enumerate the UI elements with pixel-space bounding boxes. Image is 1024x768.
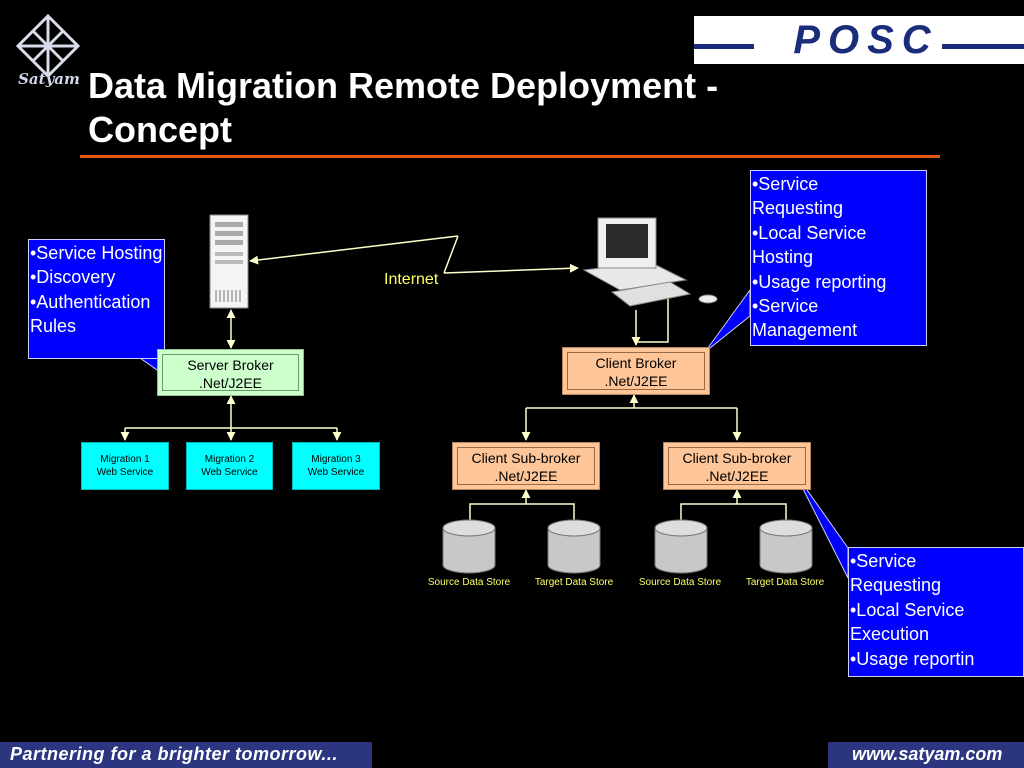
callout-line: Execution: [850, 624, 930, 645]
callout-line: •Local Service: [752, 222, 867, 243]
migration-service-name: Migration 1: [100, 454, 150, 465]
sub-broker-name: Client Sub-broker: [471, 450, 581, 466]
migration-service-box: Migration 2 Web Service: [186, 442, 273, 490]
page-title: Data Migration Remote Deployment - Concep…: [88, 64, 848, 152]
sub-broker-callout: •Service Requesting •Local Service Execu…: [848, 547, 1024, 677]
callout-line: •Discovery: [30, 267, 116, 288]
data-store-label: Target Data Store: [745, 577, 825, 588]
sub-broker-platform: .Net/J2EE: [705, 468, 769, 484]
migration-service-box: Migration 1 Web Service: [81, 442, 169, 490]
server-broker-name: Server Broker: [187, 357, 274, 373]
callout-line: •Authentication: [30, 291, 151, 312]
internet-label: Internet: [384, 271, 439, 288]
data-store-label: Source Data Store: [638, 577, 722, 588]
footer-url-band: www.satyam.com: [828, 742, 1024, 768]
migration-service-name: Migration 2: [204, 454, 255, 465]
migration-service-type: Web Service: [307, 467, 365, 478]
posc-logo: POSC: [694, 16, 1024, 64]
title-line-2: Concept: [88, 109, 232, 150]
computer-icon: [582, 217, 718, 307]
sub-broker-name: Client Sub-broker: [682, 450, 792, 466]
callout-line: •Service: [752, 296, 819, 317]
client-broker-callout: •Service Requesting •Local Service Hosti…: [750, 170, 927, 346]
client-broker-name: Client Broker: [595, 355, 677, 371]
callout-line: Hosting: [752, 247, 814, 268]
posc-logo-text: POSC: [793, 18, 939, 62]
client-broker-box: Client Broker .Net/J2EE: [562, 347, 710, 395]
data-store-label: Source Data Store: [427, 577, 511, 588]
footer-tagline-band: Partnering for a brighter tomorrow...: [0, 742, 372, 768]
client-sub-broker-box: Client Sub-broker .Net/J2EE: [452, 442, 600, 490]
sub-broker-platform: .Net/J2EE: [494, 468, 558, 484]
server-broker-callout: •Service Hosting •Discovery •Authenticat…: [28, 239, 165, 359]
callout-line: •Usage reporting: [752, 271, 887, 292]
data-store-cylinders: [442, 519, 813, 574]
callout-line: •Service: [850, 551, 917, 571]
callout-line: •Service: [752, 174, 819, 194]
server-broker-platform: .Net/J2EE: [198, 375, 263, 391]
title-line-1: Data Migration Remote Deployment: [88, 65, 697, 106]
migration-service-type: Web Service: [96, 467, 154, 478]
callout-line: •Service Hosting: [30, 243, 163, 263]
callout-line: Rules: [30, 316, 77, 337]
data-store-label: Target Data Store: [534, 577, 614, 588]
title-dash: -: [706, 65, 719, 106]
callout-line: Requesting: [752, 198, 844, 219]
callout-line: Requesting: [850, 575, 942, 596]
satyam-logo-text: Satyam: [18, 70, 80, 88]
footer-tagline: Partnering for a brighter tomorrow...: [10, 744, 338, 764]
client-sub-broker-box: Client Sub-broker .Net/J2EE: [663, 442, 811, 490]
server-broker-box: Server Broker .Net/J2EE: [157, 349, 304, 396]
title-divider: [80, 155, 940, 158]
migration-service-box: Migration 3 Web Service: [292, 442, 380, 490]
migration-service-type: Web Service: [201, 467, 258, 478]
footer-url: www.satyam.com: [852, 744, 1003, 764]
client-broker-platform: .Net/J2EE: [604, 373, 668, 389]
server-icon: [209, 214, 249, 309]
callout-line: •Usage reportin: [850, 648, 975, 669]
callout-line: Management: [752, 320, 858, 341]
satyam-logo-icon: [8, 12, 88, 92]
migration-service-name: Migration 3: [311, 454, 361, 465]
callout-line: •Local Service: [850, 599, 965, 620]
